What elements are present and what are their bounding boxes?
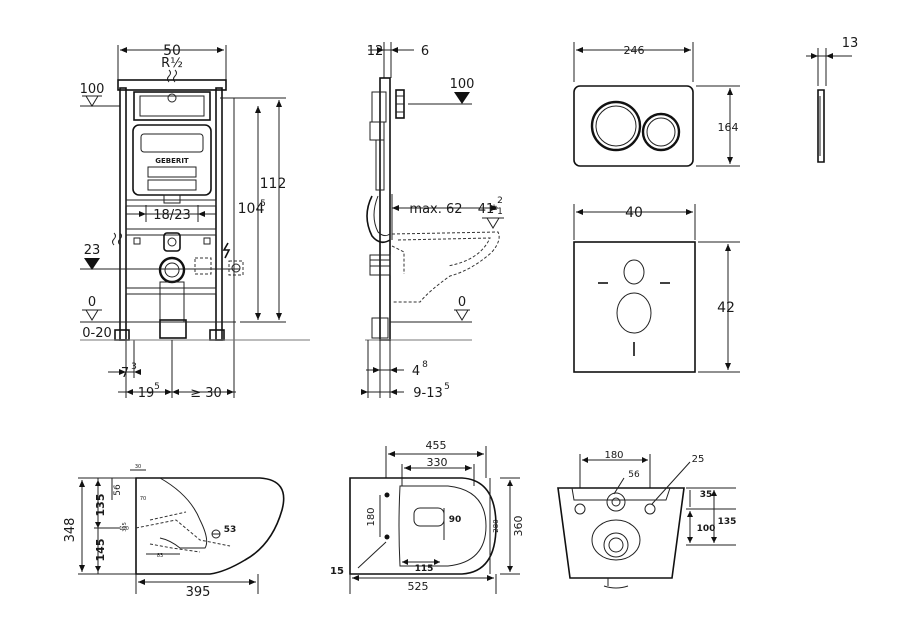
- offset-b-label: 19: [138, 386, 155, 401]
- top-inner-width: 330: [427, 456, 448, 469]
- offset-a-sup: 3: [131, 362, 137, 372]
- side-frame-view: 12 6 100 max. 62 41 2 1 ±: [361, 42, 504, 401]
- plate-width-label: 246: [624, 44, 645, 57]
- side-depth-range-sup: 5: [444, 382, 450, 392]
- flush-plate-view: 246 164 13: [573, 36, 859, 167]
- svg-text:±: ±: [490, 203, 498, 213]
- floor-range-label: 0-20: [82, 326, 112, 341]
- side-dim-left: 12: [367, 44, 384, 59]
- bowl-small-c: 70: [140, 496, 146, 502]
- frame-width-label: 50: [163, 43, 181, 59]
- top-rim-width: 280: [492, 519, 500, 532]
- top-total-length: 525: [408, 580, 429, 593]
- max-projection-label: max. 62: [409, 202, 462, 217]
- bowl-rear-view: 180 56 25 35 100 135: [557, 450, 737, 589]
- bowl-tol-plus: 2: [497, 196, 503, 206]
- bowl-height-label: 348: [63, 518, 78, 543]
- bowl-small-b: 315: [122, 522, 128, 532]
- rear-total-height: 135: [718, 517, 737, 527]
- bowl-height-label: 41: [478, 202, 495, 217]
- top-drain-offset: 115: [415, 564, 434, 574]
- side-level-floor: 0: [458, 295, 466, 310]
- bowl-length-label: 395: [186, 585, 211, 600]
- bowl-small-d: 100: [119, 526, 129, 532]
- rear-inlet-height: 35: [700, 490, 713, 500]
- pad-width-label: 40: [625, 205, 643, 221]
- flush-button-small: [641, 112, 681, 152]
- connection-label: R½: [161, 56, 183, 71]
- side-depth-sup: 8: [422, 360, 428, 370]
- frame-height-label: 104: [238, 201, 265, 217]
- rear-inlet-dia: 56: [628, 470, 640, 480]
- total-height-label: 112: [260, 176, 287, 192]
- frame-height-sup: 5: [260, 199, 266, 209]
- front-frame-view: 50 R½ 100 GEBERIT 18/23: [80, 43, 310, 401]
- bowl-lower-label: 145: [94, 539, 107, 562]
- bowl-inlet-label: 56: [113, 484, 123, 496]
- flush-button-large: [590, 100, 642, 152]
- offset-a-label: 7: [121, 366, 129, 381]
- clearance-label: ≥ 30: [190, 386, 222, 401]
- side-depth-range: 9-13: [413, 386, 443, 401]
- top-edge-label: 15: [330, 566, 344, 577]
- bowl-outlet-label: 53: [224, 525, 237, 535]
- bowl-side-view: 348 135 145 56 315 30 70 100 83 53 395: [63, 464, 285, 600]
- offset-b-sup: 5: [154, 382, 160, 392]
- bolt-spacing-label: 18/23: [153, 208, 190, 223]
- bowl-top-view: 455 330 180 90 115 280 360 15: [330, 439, 525, 594]
- flush-plate: [573, 85, 694, 167]
- top-drain-depth: 90: [449, 515, 462, 525]
- sound-pad: [573, 241, 696, 373]
- side-level-top: 100: [450, 77, 475, 92]
- pad-height-label: 42: [717, 300, 735, 316]
- front-level-floor: 0: [88, 295, 96, 310]
- rear-bolt-span: 180: [604, 450, 623, 461]
- rear-outlet-height: 100: [697, 524, 716, 534]
- top-bolt-spacing: 180: [366, 507, 377, 526]
- plate-height-label: 164: [718, 121, 739, 134]
- rear-bolt-dia: 25: [692, 454, 705, 465]
- sound-pad-view: 40 42: [573, 204, 740, 373]
- side-dim-right: 6: [421, 44, 429, 59]
- front-level-outlet: 23: [84, 243, 101, 258]
- bowl-tol-minus: 1: [497, 207, 503, 217]
- plate-thickness-label: 13: [842, 36, 859, 51]
- bowl-small-e: 83: [157, 553, 163, 559]
- front-level-top: 100: [80, 82, 105, 97]
- side-depth-label: 4: [412, 364, 420, 379]
- top-bowl-width: 360: [512, 516, 525, 537]
- brand-label: GEBERIT: [155, 157, 189, 165]
- bowl-small-a: 30: [135, 464, 141, 470]
- bowl-upper-label: 135: [94, 494, 107, 517]
- top-outer-width: 455: [426, 439, 447, 452]
